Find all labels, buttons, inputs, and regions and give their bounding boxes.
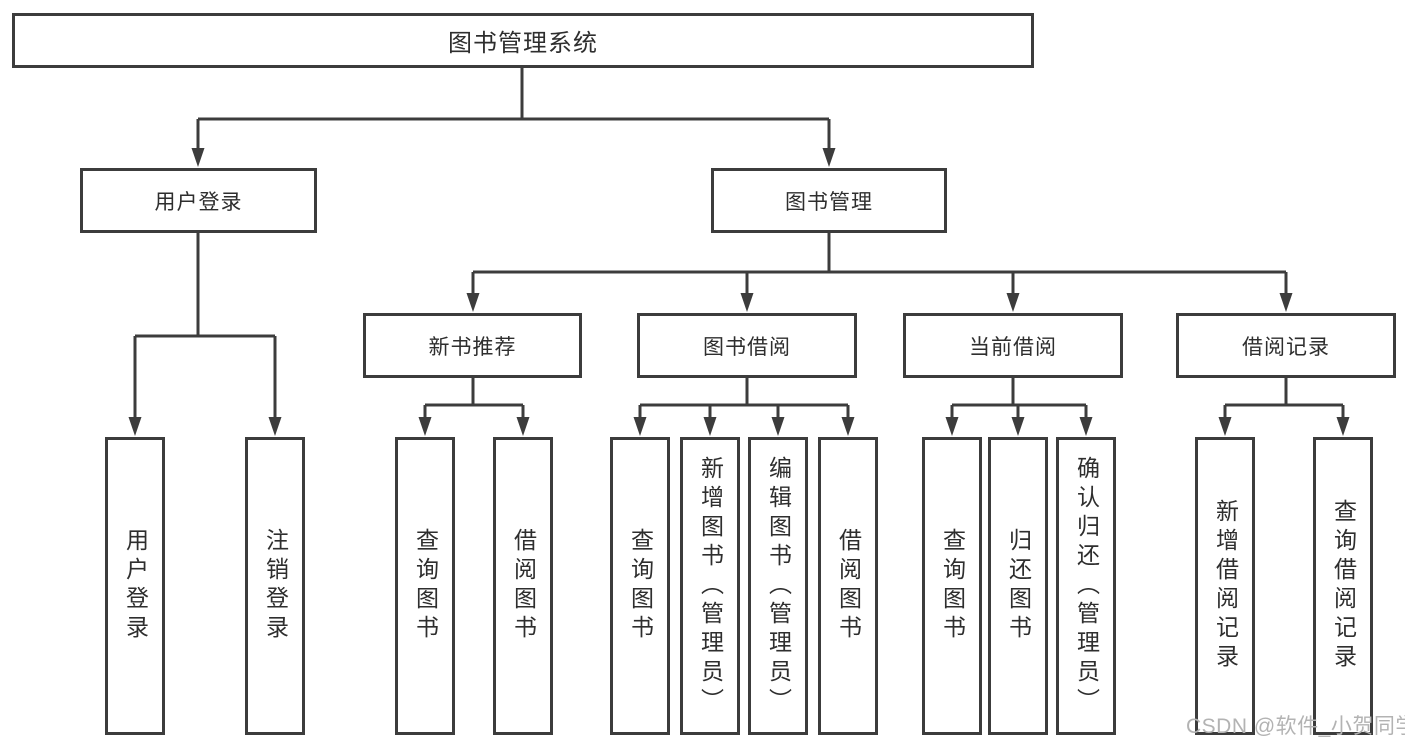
leaf-user-login: 用户登录	[105, 437, 165, 735]
connector-records-to-leaves	[1223, 378, 1345, 421]
connector-newbook-to-leaves	[423, 378, 525, 421]
leaf-add-borrow-record: 新增借阅记录	[1195, 437, 1255, 735]
node-current-borrowing: 当前借阅	[903, 313, 1123, 378]
csdn-watermark: CSDN @软件_小贺同学	[1186, 715, 1405, 738]
leaf-query-books-borrow: 查询图书	[610, 437, 670, 735]
leaf-return-books: 归还图书	[988, 437, 1048, 735]
node-borrowing-records: 借阅记录	[1176, 313, 1396, 378]
leaf-logout: 注销登录	[245, 437, 305, 735]
leaf-query-books-current: 查询图书	[922, 437, 982, 735]
leaf-edit-book-admin: 编辑图书（管理员）	[748, 437, 808, 735]
connector-bookmgmt-to-level3	[471, 233, 1288, 297]
connector-bookborrow-to-leaves	[638, 378, 850, 421]
connector-userlogin-to-leaves	[133, 233, 277, 421]
leaf-confirm-return-admin: 确认归还（管理员）	[1056, 437, 1116, 735]
leaf-borrow-books: 借阅图书	[818, 437, 878, 735]
node-new-book-recommendation: 新书推荐	[363, 313, 582, 378]
leaf-query-borrow-record: 查询借阅记录	[1313, 437, 1373, 735]
node-library-management-system: 图书管理系统	[12, 13, 1034, 68]
node-user-login: 用户登录	[80, 168, 317, 233]
leaf-query-books-recommend: 查询图书	[395, 437, 455, 735]
node-book-borrowing: 图书借阅	[637, 313, 857, 378]
connector-currentborrow-to-leaves	[950, 378, 1088, 421]
node-book-management: 图书管理	[711, 168, 947, 233]
leaf-borrow-books-recommend: 借阅图书	[493, 437, 553, 735]
leaf-add-book-admin: 新增图书（管理员）	[680, 437, 740, 735]
connector-root-to-level2	[196, 68, 831, 152]
